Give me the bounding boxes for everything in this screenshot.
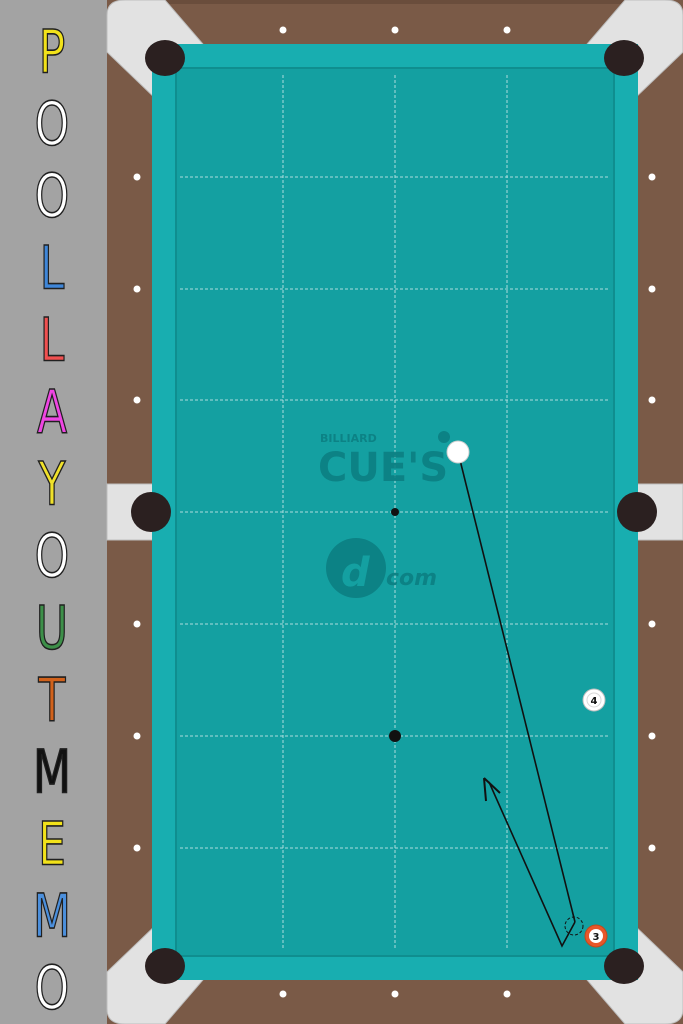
shot-path <box>457 451 576 948</box>
pocket-bottom-left <box>145 948 185 984</box>
watermark-line3: com <box>386 566 437 591</box>
watermark-circle-icon <box>326 538 386 598</box>
title-letter-11: M <box>32 738 71 808</box>
title-letter-8: O <box>34 522 70 592</box>
title-letter-2: O <box>34 90 70 160</box>
foot-spot <box>389 730 401 742</box>
cue-ball-rebound-path <box>488 781 576 948</box>
cue-ball-path <box>457 451 576 923</box>
ghost-ball <box>564 916 584 936</box>
title-letter-7: Y <box>38 450 66 520</box>
ball-4[interactable]: 4 <box>582 688 606 712</box>
watermark-line1: BILLIARD <box>320 432 377 445</box>
pocket-top-right <box>604 40 644 76</box>
ball-3-number: 3 <box>593 932 600 943</box>
title-letter-12: E <box>37 810 66 880</box>
title-letter-5: L <box>39 306 65 376</box>
watermark-d-icon: d <box>341 550 370 596</box>
title-letter-4: L <box>39 234 65 304</box>
ball-3[interactable]: 3 <box>584 924 608 948</box>
title-letter-14: O <box>34 954 70 1024</box>
title-letter-13: M <box>32 882 71 952</box>
pocket-side-left <box>131 492 171 532</box>
ball-4-number: 4 <box>591 696 598 707</box>
watermark-player-icon <box>438 431 450 443</box>
title-letter-1: P <box>38 18 66 88</box>
rail-diamonds <box>133 26 656 998</box>
pocket-bottom-right <box>604 948 644 984</box>
watermark-line2: CUE'S <box>318 445 448 491</box>
rail-top-edge <box>160 0 630 4</box>
cue-ball[interactable] <box>446 440 470 464</box>
pocket-side-right <box>617 492 657 532</box>
title-letter-3: O <box>34 162 70 232</box>
pockets <box>131 40 657 984</box>
center-spot <box>391 508 399 516</box>
title-letter-9: U <box>35 594 69 664</box>
title-letter-6: A <box>36 378 68 448</box>
pocket-top-left <box>145 40 185 76</box>
arrow-head-icon <box>483 777 501 802</box>
watermark-logo: BILLIARD CUE'S d com <box>318 431 450 598</box>
title-letter-10: T <box>38 666 66 736</box>
